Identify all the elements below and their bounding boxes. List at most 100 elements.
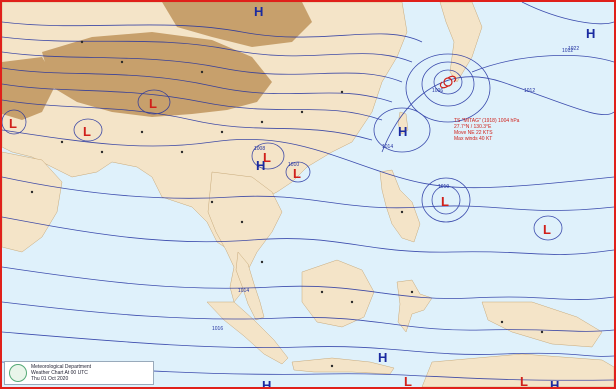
isobar-label: 1010 — [288, 162, 299, 168]
land-sulawesi — [396, 279, 433, 333]
terrain-tibet — [42, 32, 272, 117]
station-dot — [80, 40, 84, 44]
isobar-loop — [405, 53, 491, 123]
typhoon-name: TS "MITAG" (1918) 1004 hPa — [454, 118, 520, 124]
isobar-label: 1008 — [254, 146, 265, 152]
high-center: H — [586, 26, 595, 41]
chart-legend: Meteorological Department Weather Chart … — [4, 361, 154, 385]
station-dot — [200, 70, 204, 74]
isobar-loop — [373, 107, 431, 153]
station-dot — [220, 130, 224, 134]
station-dot — [60, 140, 64, 144]
isobar-line — [2, 67, 393, 103]
low-center: L — [9, 116, 17, 131]
isobar-loop — [137, 89, 171, 115]
legend-chart-time: Weather Chart At 00 UTC — [31, 370, 88, 376]
low-center: L — [520, 374, 528, 387]
station-dot — [180, 150, 184, 154]
station-dot — [350, 300, 354, 304]
station-layer — [30, 40, 544, 368]
isobar-loop — [431, 185, 461, 215]
land-sumatra — [206, 301, 289, 365]
land-indochina — [207, 171, 283, 303]
station-dot — [500, 320, 504, 324]
typhoon-symbol — [439, 75, 457, 89]
low-center: L — [263, 150, 271, 165]
isobar-line — [2, 21, 423, 43]
isobar-loop — [421, 61, 475, 107]
low-center: L — [441, 194, 449, 209]
isobar-line — [2, 83, 383, 121]
land-japan — [439, 2, 483, 83]
isobar-loop — [251, 142, 285, 170]
land-philippines — [379, 169, 421, 243]
high-center: H — [378, 350, 387, 365]
isobar-loop — [2, 109, 27, 135]
isobar-loop — [73, 118, 103, 142]
isobar-line — [2, 331, 614, 357]
high-center: H — [262, 378, 271, 387]
legend-department: Meteorological Department — [31, 364, 92, 370]
low-center: L — [83, 124, 91, 139]
isobar-loop — [433, 69, 463, 95]
low-center: L — [149, 96, 157, 111]
station-dot — [320, 290, 324, 294]
isobar-line — [381, 76, 614, 153]
isobar-line — [2, 36, 413, 63]
station-dot — [240, 220, 244, 224]
station-dot — [260, 260, 264, 264]
station-dot — [540, 330, 544, 334]
isobar-line — [2, 51, 403, 83]
legend-date: Thu 01 Oct 2020 — [31, 376, 69, 382]
isobar-line — [2, 99, 373, 141]
land-new-guinea — [481, 301, 603, 348]
typhoon-movement: Move NE 22 KTS — [454, 130, 493, 136]
isobar-label: 1012 — [524, 88, 535, 94]
isobar-loop — [421, 177, 471, 223]
typhoon-max-winds: Max winds 40 KT — [454, 136, 493, 142]
isobar-line — [2, 216, 614, 255]
isobar-label: 1014 — [382, 144, 393, 150]
department-logo-icon — [9, 364, 27, 382]
land-india — [2, 151, 63, 253]
high-center: H — [256, 158, 265, 173]
isobar-label: 1022 — [568, 46, 579, 52]
isobar-label: 1012 — [562, 48, 573, 54]
low-center: L — [404, 374, 412, 387]
isobar-line — [2, 266, 614, 300]
low-center: L — [293, 166, 301, 181]
isobar-label: 1016 — [212, 326, 223, 332]
high-center: H — [550, 378, 559, 387]
station-dot — [400, 210, 404, 214]
high-terrain-layer — [2, 2, 312, 120]
land-java — [291, 357, 395, 375]
terrain-mongolia — [162, 2, 312, 47]
isobar-layer — [2, 2, 614, 381]
isobar-line — [521, 2, 614, 25]
station-dot — [210, 200, 214, 204]
high-center: H — [398, 124, 407, 139]
typhoon-info: TS "MITAG" (1918) 1004 hPa 27.7°N / 130.… — [454, 118, 519, 142]
isobar-line — [2, 176, 614, 211]
station-dot — [120, 60, 124, 64]
isobar-label: 1010 — [438, 184, 449, 190]
land-borneo — [301, 259, 375, 328]
station-dot — [340, 90, 344, 94]
station-dot — [330, 364, 334, 368]
pressure-center-layer: H H H H H H H H L L L L L L L L L — [9, 4, 595, 387]
station-dot — [140, 130, 144, 134]
isobar-line — [2, 301, 614, 332]
station-dot — [30, 190, 34, 194]
land-australia — [421, 353, 614, 387]
high-center: H — [254, 4, 263, 19]
isobar-line — [471, 55, 614, 73]
isobar-label: 1014 — [238, 288, 249, 294]
low-center: L — [543, 222, 551, 237]
isobar-label: 1006 — [432, 88, 443, 94]
station-dot — [300, 110, 304, 114]
isobar-line — [2, 129, 614, 189]
typhoon-position: 27.7°N / 130.3°E — [454, 124, 492, 130]
isobar-loop — [285, 161, 311, 183]
